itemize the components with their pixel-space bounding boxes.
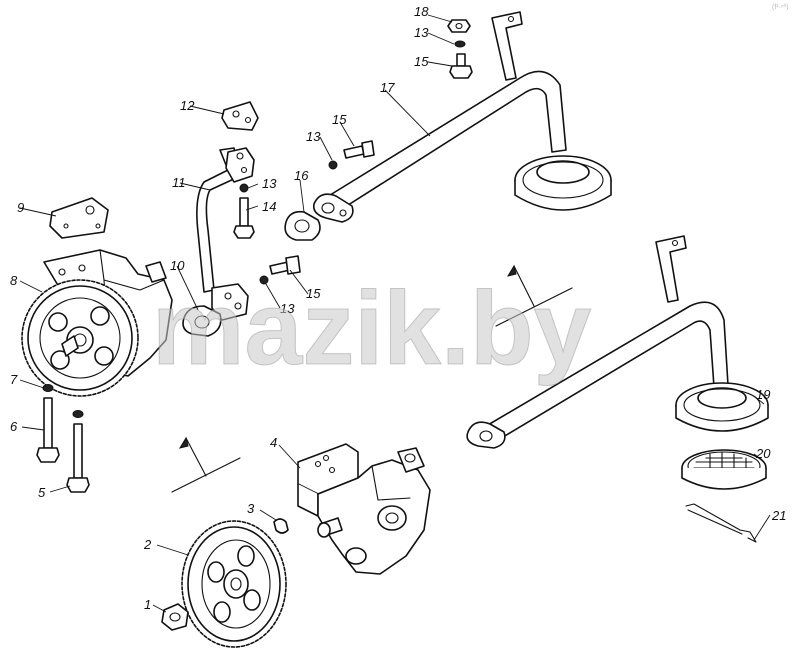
callout-21: 21	[771, 508, 786, 523]
clip-21	[685, 503, 757, 543]
callout-12: 12	[180, 98, 195, 113]
washer-13-upper	[328, 160, 338, 170]
washer-13-bolt5	[72, 410, 84, 418]
callout-16: 16	[294, 168, 309, 183]
arrow-front-left	[171, 436, 241, 493]
bolt-15-upper	[343, 140, 375, 159]
oil-tube-11	[196, 147, 255, 321]
nut-1	[161, 603, 189, 631]
nut-18	[447, 19, 471, 33]
gasket-12	[221, 101, 259, 131]
strainer-19	[675, 382, 769, 432]
washer-13-mid	[239, 183, 249, 193]
callout-8: 8	[10, 273, 18, 288]
bolt-14	[233, 197, 255, 239]
bolt-15-top	[449, 53, 473, 79]
gasket-9	[49, 197, 109, 239]
key-3	[273, 518, 289, 534]
callout-labels: 1 2 3 4 5 6 7 8 9 10 11 12 13 13 13 13 1…	[10, 4, 786, 612]
washer-13-low	[259, 275, 269, 285]
bolt-5	[66, 423, 90, 493]
callout-18: 18	[414, 4, 429, 19]
callout-13-low: 13	[280, 301, 295, 316]
callout-14: 14	[262, 199, 276, 214]
callout-20: 20	[755, 446, 771, 461]
oil-pump-assembly-8	[21, 249, 173, 397]
callout-15-top: 15	[414, 54, 429, 69]
gasket-16	[284, 210, 321, 241]
callout-3: 3	[247, 501, 255, 516]
callout-5: 5	[38, 485, 46, 500]
arrow-front-right	[495, 264, 573, 327]
callout-17: 17	[380, 80, 395, 95]
callout-4: 4	[270, 435, 277, 450]
leader-lines	[19, 14, 771, 613]
callout-15-low: 15	[306, 286, 321, 301]
screen-20	[681, 449, 767, 490]
callout-11: 11	[172, 175, 186, 190]
callout-2: 2	[143, 537, 152, 552]
bolt-6	[36, 397, 60, 463]
callout-7: 7	[10, 372, 18, 387]
oil-pump-body-4	[297, 443, 431, 575]
callout-10: 10	[170, 258, 185, 273]
oil-intake-pipe	[312, 11, 612, 223]
callout-1: 1	[144, 597, 151, 612]
callout-13-upper: 13	[306, 129, 321, 144]
washer-13-top	[454, 40, 466, 48]
watermark-text: mazik.by	[152, 271, 591, 387]
callout-9: 9	[17, 200, 24, 215]
callout-19: 19	[756, 387, 770, 402]
corner-mark: (f¹·ⁿ⁰)	[772, 3, 789, 11]
oil-intake-pipe-alt	[466, 235, 729, 449]
callout-15-upper: 15	[332, 112, 347, 127]
callout-13-top: 13	[414, 25, 429, 40]
washer-7	[42, 384, 54, 392]
callout-6: 6	[10, 419, 18, 434]
gear-2	[181, 520, 287, 648]
callout-13-tube: 13	[262, 176, 277, 191]
gasket-10	[182, 305, 222, 337]
